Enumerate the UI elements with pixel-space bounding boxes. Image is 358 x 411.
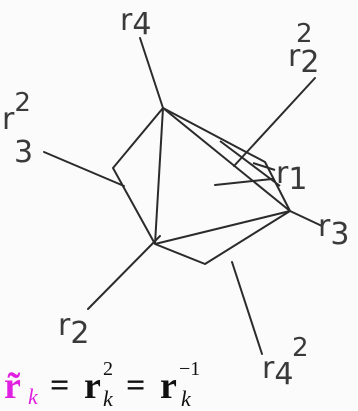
octahedron-edge-right-top: [219, 140, 281, 187]
equation-equals-1: =: [50, 367, 69, 404]
equation: r̃ k = r 2 k = r −1 k: [4, 358, 200, 411]
equation-equals-2: =: [126, 367, 145, 404]
label-r4-squared-sup: 2: [292, 333, 309, 363]
axis-line-r4: [139, 37, 164, 109]
octahedron-edge-right-tick: [252, 162, 276, 171]
axis-line-r3: [289, 210, 323, 227]
axis-line-r2: [87, 235, 161, 310]
equation-middle-sub: k: [103, 386, 114, 411]
label-r4-squared: r4: [262, 351, 293, 392]
axis-line-r3-squared: [43, 151, 125, 187]
octahedron-outline: [112, 107, 291, 265]
equation-middle-sup: 2: [103, 358, 113, 380]
axis-line-r1: [214, 178, 273, 186]
axis-labels: r4 2 r2 r2 3 r1 r3 r2 2 r4: [2, 3, 349, 392]
label-r2-squared: r2: [288, 39, 319, 80]
equation-lhs-sub: k: [28, 384, 39, 409]
axis-line-r2-squared: [233, 77, 316, 167]
equation-rhs-sup: −1: [179, 358, 200, 380]
equation-middle: r: [84, 365, 101, 407]
axis-lines: [43, 37, 323, 355]
equation-lhs: r̃: [4, 365, 21, 407]
label-r2-squared-sup: 2: [296, 19, 313, 49]
octahedron: [112, 107, 291, 265]
label-r3-squared-sub: 3: [14, 135, 33, 170]
label-r1: r1: [276, 156, 307, 197]
label-r2: r2: [58, 308, 89, 351]
octahedron-edge-front-left: [154, 107, 164, 245]
equation-rhs-sub: k: [181, 386, 192, 411]
octahedron-edge-front-bottom: [154, 210, 291, 245]
axis-line-r4-squared: [231, 261, 263, 355]
label-r3: r3: [318, 209, 349, 252]
octahedron-edge-front-right: [162, 107, 291, 212]
label-r4: r4: [120, 3, 151, 42]
equation-rhs: r: [160, 365, 177, 407]
label-r3-squared: r2: [2, 88, 31, 137]
